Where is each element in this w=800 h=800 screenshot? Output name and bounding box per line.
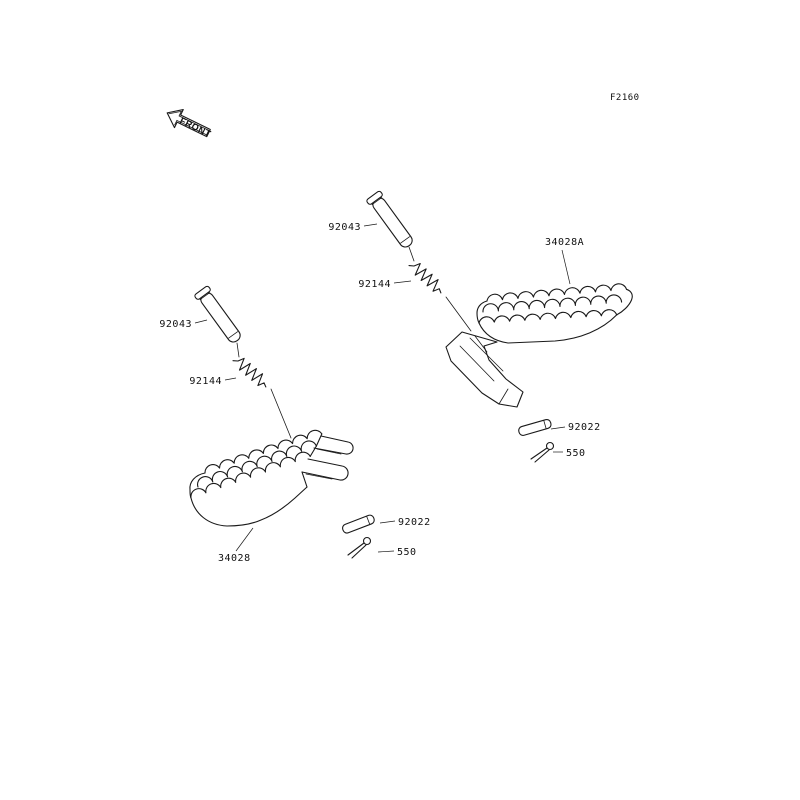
leader-pin-lower [194,319,208,324]
cotter-left-drawing [347,536,372,559]
label-spring-upper: 92144 [358,279,391,290]
label-footpeg-right: 34028A [545,237,584,248]
label-pin-small-left: 92022 [398,517,431,528]
label-pin-small-right: 92022 [568,422,601,433]
footpeg-left-bracket-upper-prong [313,435,354,455]
pin-upper-head [366,190,383,205]
leader-pin-upper [363,223,378,227]
pin-lower-drawing [194,285,241,343]
footpeg-left-bracket-lower-prong [301,458,349,481]
footpeg-left-rail-mid [197,440,317,488]
footpeg-right-bracket [445,331,524,408]
label-cotter-left: 550 [397,547,417,558]
footpeg-right-rail-front [478,309,618,324]
leader-footpeg-left [235,527,254,552]
label-cotter-right: 550 [566,448,586,459]
front-arrow-inner-line [168,110,209,136]
axis-line-right-2 [445,296,472,332]
pin-upper-drawing [366,190,413,248]
axis-line-left-2 [270,388,292,439]
axis-line-right-1 [408,246,415,262]
leader-footpeg-right [561,249,571,285]
leader-spring-lower [224,377,237,381]
axis-line-left-1 [236,342,240,358]
leader-pin-small-right [550,426,566,430]
footpeg-left-rail-back [204,429,323,474]
label-footpeg-left: 34028 [218,553,251,564]
figure-code: F2160 [610,93,640,103]
spring-lower-drawing [232,357,267,388]
pin-small-left-drawing [342,514,375,534]
spring-upper-drawing [408,262,442,294]
label-pin-lower: 92043 [159,319,192,330]
pin-lower-head [194,285,211,300]
front-direction-stamp: FRONT [166,109,213,139]
label-spring-lower: 92144 [189,376,222,387]
footpeg-left-rail-front [190,451,311,499]
cotter-right-drawing [530,441,555,463]
footpeg-right-drawing [445,283,633,408]
leader-spring-upper [393,280,412,284]
front-arrow-icon [166,109,211,138]
leader-cotter-left [377,550,395,553]
label-pin-upper: 92043 [328,222,361,233]
pin-small-right-drawing [518,418,552,436]
front-label: FRONT [178,115,212,139]
footpeg-right-rail-back [486,283,628,302]
footpeg-right-rail-mid [482,294,623,313]
footpeg-left-drawing [189,429,354,527]
leader-pin-small-left [379,520,396,524]
